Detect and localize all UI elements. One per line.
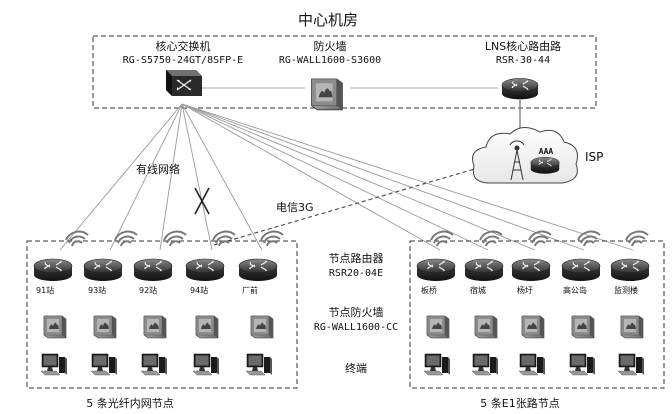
left-node-changqian: 厂前 — [238, 230, 284, 376]
wired-network-label: 有线网络 — [136, 162, 180, 176]
lns-router-model: RSR-30-44 — [496, 55, 550, 66]
telecom-3g-link — [213, 167, 479, 246]
core-switch-model: RG-S5750-24GT/8SFP-E — [123, 55, 243, 66]
firewall-model: RG-WALL1600-S3600 — [279, 55, 381, 66]
left-node-93: 93站 — [83, 230, 138, 376]
left-node-94: 94站 — [185, 230, 236, 376]
right-group-caption: 5 条E1张路节点 — [480, 396, 559, 410]
right-node-banqiao: 板桥 — [416, 230, 456, 376]
core-switch-icon — [166, 70, 202, 96]
right-group-box — [409, 240, 665, 389]
core-switch-name: 核心交换机 — [156, 39, 211, 53]
node-label: 92站 — [139, 285, 157, 295]
legend-terminal: 终端 — [345, 361, 367, 375]
right-node-jiancelou: 监测楼 — [610, 230, 650, 376]
legend-node-firewall-model: RG-WALL1600-CC — [314, 322, 398, 333]
right-node-yangwei: 杨圩 — [511, 230, 552, 376]
isp-cloud: AAA — [472, 127, 578, 184]
wired-links-left — [59, 103, 263, 251]
left-group-box — [26, 240, 298, 389]
legend-node-firewall: 节点防火墙 — [329, 305, 384, 319]
node-label: 94站 — [190, 285, 208, 295]
diagram-title: 中心机房 — [298, 11, 358, 29]
aaa-server-icon — [530, 156, 560, 175]
node-label: 宿城 — [470, 285, 486, 295]
cell-tower-icon — [509, 140, 525, 181]
node-label: 厂前 — [242, 285, 258, 295]
right-node-sucheng: 宿城 — [464, 230, 504, 376]
center-firewall-icon — [310, 78, 344, 111]
node-label: 杨圩 — [517, 285, 533, 295]
legend-node-router: 节点路由器 — [329, 251, 384, 265]
node-label: 监测楼 — [614, 285, 638, 295]
left-group-caption: 5 条光纤内网节点 — [86, 396, 174, 410]
firewall-name: 防火墙 — [314, 39, 347, 53]
node-label: 91站 — [36, 285, 54, 295]
wired-links-right — [181, 103, 634, 251]
center-room-box — [92, 35, 597, 109]
right-node-gaogongdao: 高公岛 — [561, 230, 601, 376]
telecom-3g-label: 电信3G — [276, 201, 314, 214]
node-label: 高公岛 — [563, 285, 587, 295]
node-label: 93站 — [88, 285, 106, 295]
lns-router-icon — [501, 77, 539, 100]
legend-node-router-model: RSR20-04E — [329, 268, 383, 279]
left-node-91: 91站 — [33, 230, 89, 376]
broken-link-mark — [194, 187, 210, 215]
left-node-92: 92站 — [133, 230, 187, 376]
aaa-label: AAA — [539, 147, 554, 156]
node-label: 板桥 — [421, 285, 437, 295]
isp-label: ISP — [585, 150, 603, 164]
lns-router-name: LNS核心路由路 — [485, 39, 561, 53]
